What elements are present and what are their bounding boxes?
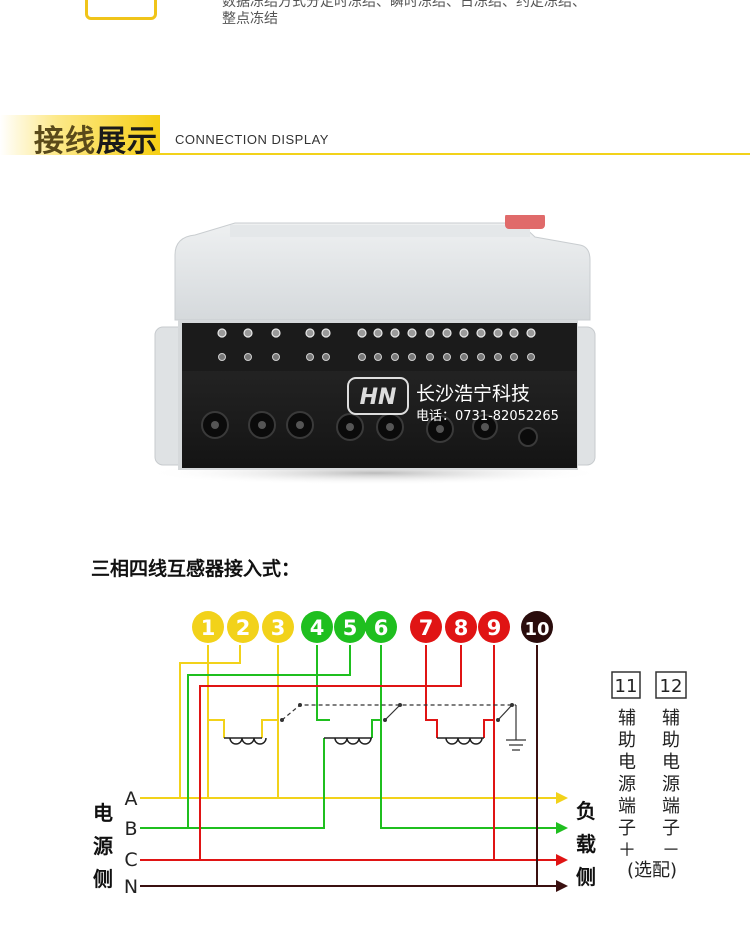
freeze-modes-text: 数据冻结方式分定时冻结、瞬时冻结、日冻结、约定冻结、 <box>222 0 586 10</box>
terminal-6: 6 <box>365 611 397 643</box>
source-side-char: 源 <box>93 834 113 858</box>
aux-terminal-11: 11 <box>611 671 641 699</box>
terminal-7: 7 <box>410 611 442 643</box>
diagram-heading: 三相四线互感器接入式： <box>91 558 301 580</box>
terminal-circle <box>227 611 259 643</box>
load-side-char: 载 <box>576 832 596 856</box>
vertical-char: 端 <box>618 796 636 817</box>
vertical-char: ＋ <box>618 840 636 861</box>
aux-terminal-12-label: 12 <box>660 676 683 697</box>
load-side-label: 负载侧 <box>576 799 596 889</box>
terminal-circle <box>334 611 366 643</box>
terminal-circle <box>192 611 224 643</box>
section-title-part2: 展示 <box>96 124 158 159</box>
aux-terminal-12: 12 <box>655 671 687 699</box>
meter-terminal-photo: HN 长沙浩宁科技 电话：0731-82052265 <box>150 215 600 485</box>
vertical-char: 子 <box>618 818 636 839</box>
terminal-circle <box>478 611 510 643</box>
aux-optional-note: (选配) <box>627 860 677 881</box>
terminal-label: 4 <box>310 616 325 640</box>
section-subtitle: CONNECTION DISPLAY <box>175 132 329 147</box>
phase-label-A: A <box>125 788 138 810</box>
source-side-label: 电源侧 <box>93 801 113 891</box>
company-name: 长沙浩宁科技 <box>416 383 530 405</box>
terminal-3: 3 <box>262 611 294 643</box>
vertical-char: 子 <box>662 818 680 839</box>
load-side-char: 负 <box>576 799 596 823</box>
terminal-label: 7 <box>419 616 434 640</box>
phase-label-N: N <box>124 876 138 898</box>
terminal-label: 3 <box>271 616 286 640</box>
terminal-circle <box>410 611 442 643</box>
vertical-char: 电 <box>662 752 680 773</box>
terminal-9: 9 <box>478 611 510 643</box>
vertical-char: 源 <box>618 774 636 795</box>
freeze-modes-text-continued: 整点冻结 <box>222 11 278 27</box>
terminal-circle <box>262 611 294 643</box>
terminal-circle <box>521 611 553 643</box>
terminal-4: 4 <box>301 611 333 643</box>
terminal-label: 5 <box>343 616 358 640</box>
source-side-char: 电 <box>93 801 113 825</box>
phase-label-C: C <box>124 849 137 871</box>
terminal-1: 1 <box>192 611 224 643</box>
terminal-label: 6 <box>374 616 389 640</box>
terminal-circle <box>445 611 477 643</box>
load-side-char: 侧 <box>576 865 596 889</box>
terminal-8: 8 <box>445 611 477 643</box>
terminal-label: 1 <box>201 616 216 640</box>
terminal-circle <box>365 611 397 643</box>
vertical-char: 辅 <box>662 708 680 729</box>
aux-terminal-11-label: 11 <box>615 676 638 697</box>
terminal-2: 2 <box>227 611 259 643</box>
vertical-char: 端 <box>662 796 680 817</box>
vertical-char: － <box>662 840 680 861</box>
section-title-part1: 接线 <box>34 124 96 159</box>
terminal-label: 8 <box>454 616 469 640</box>
logo-text: HN <box>360 385 397 410</box>
previous-section-badge <box>85 0 157 20</box>
terminal-10: 10 <box>521 611 553 643</box>
terminal-5: 5 <box>334 611 366 643</box>
terminal-circle <box>301 611 333 643</box>
company-phone: 电话：0731-82052265 <box>416 409 559 424</box>
terminal-label: 9 <box>487 616 502 640</box>
terminal-label: 2 <box>236 616 251 640</box>
vertical-char: 电 <box>618 752 636 773</box>
vertical-char: 助 <box>618 730 636 751</box>
phase-label-B: B <box>124 818 137 840</box>
source-side-char: 侧 <box>93 867 113 891</box>
section-title: 接线展示 <box>34 116 158 160</box>
vertical-char: 源 <box>662 774 680 795</box>
section-header-underline <box>160 153 750 155</box>
vertical-char: 辅 <box>618 708 636 729</box>
section-header-bar <box>0 115 160 155</box>
company-logo: HN <box>347 377 409 415</box>
terminal-label: 10 <box>524 619 549 640</box>
vertical-char: 助 <box>662 730 680 751</box>
